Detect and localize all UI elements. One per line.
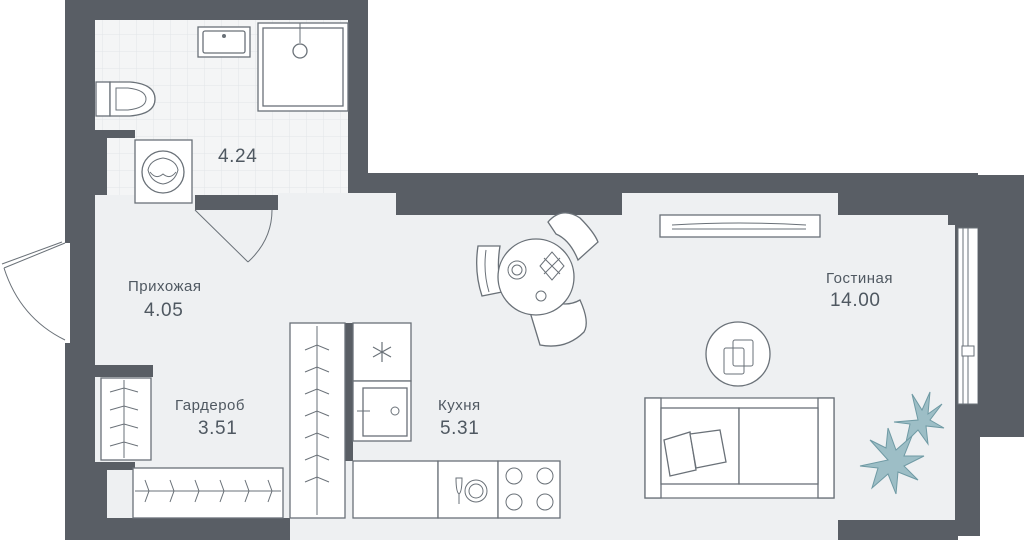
wardrobe-area: 3.51 (198, 418, 237, 439)
bathroom-area: 4.24 (218, 146, 257, 167)
dining-set (476, 212, 599, 347)
washing-machine-icon (134, 139, 193, 204)
hallway-area: 4.05 (144, 300, 183, 321)
hallway-label: Прихожая (128, 278, 202, 295)
fridge-snowflake-icon (352, 322, 412, 382)
window-icon (957, 175, 1024, 437)
wardrobe-rails (100, 322, 346, 519)
sink-icon (197, 26, 251, 58)
kitchen-sink-icon (352, 380, 412, 442)
living-label: Гостиная (826, 270, 893, 287)
door-icon (194, 209, 273, 263)
wine-glass-icon (455, 477, 488, 504)
toilet-icon (95, 81, 156, 117)
kitchen-label: Кухня (438, 397, 481, 414)
chair-icon (547, 212, 599, 262)
partitions (95, 130, 983, 536)
shower-icon (257, 22, 349, 112)
entrance-door-icon (1, 241, 70, 343)
tv-unit-icon (659, 214, 821, 238)
living-area: 14.00 (830, 290, 881, 311)
dining-table-icon (497, 238, 575, 316)
stove-icon (497, 460, 561, 519)
bathroom-fixtures (95, 22, 349, 204)
kitchen-fixtures (352, 322, 561, 519)
room-labels: 4.24 Прихожая 4.05 Гардероб 3.51 Кухня 5… (128, 146, 893, 439)
sofa-icon (644, 397, 835, 499)
plant-icon (859, 391, 945, 495)
wardrobe-label: Гардероб (175, 397, 245, 414)
coffee-table-icon (705, 321, 771, 387)
kitchen-area: 5.31 (440, 418, 479, 439)
